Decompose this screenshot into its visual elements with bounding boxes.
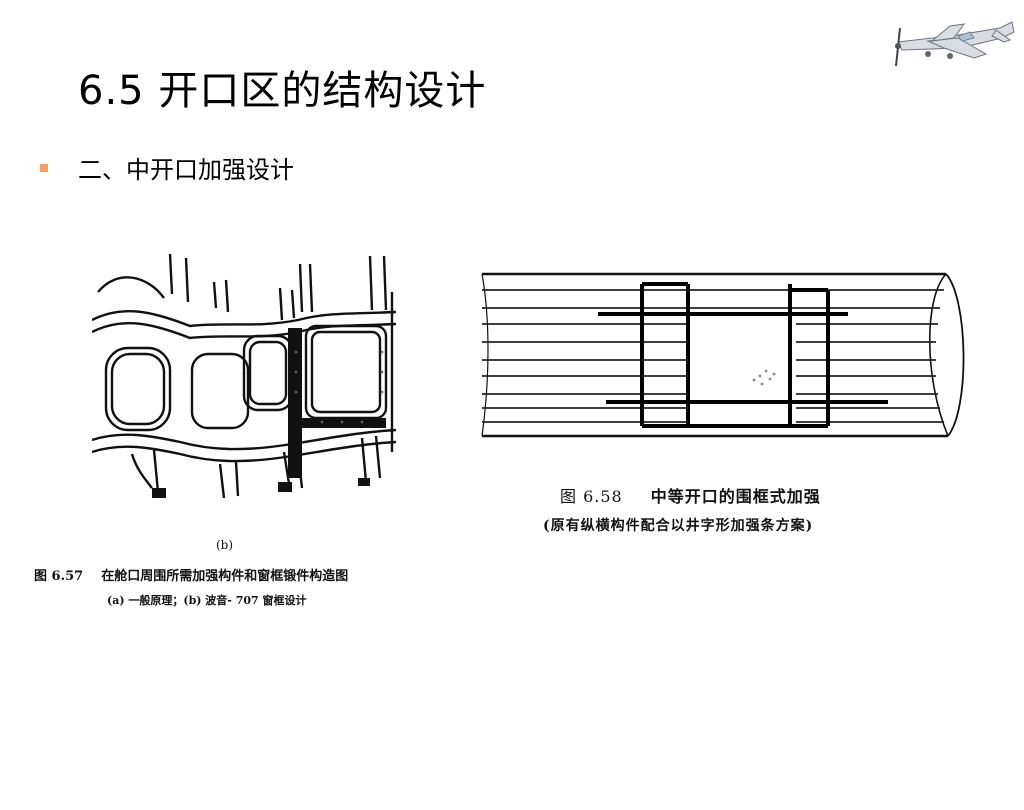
slide-title: 6.5 开口区的结构设计 bbox=[78, 68, 487, 114]
figure-658-caption: 图 6.58 中等开口的围框式加强 bbox=[560, 483, 821, 507]
fuselage-opening-drawing bbox=[481, 272, 965, 438]
figure-657-title: 在舱口周围所需加强构件和窗框锻件构造图 bbox=[101, 569, 349, 584]
figure-658-subcaption: (原有纵横构件配合以井字形加强条方案) bbox=[543, 518, 814, 534]
bullet-marker bbox=[40, 163, 48, 172]
figure-658-number: 图 6.58 bbox=[560, 487, 623, 506]
airplane-icon bbox=[895, 21, 1015, 67]
subfigure-label: (b) bbox=[216, 538, 234, 552]
window-frame-drawing bbox=[92, 253, 397, 499]
figure-657-caption: 图 6.57 在舱口周围所需加强构件和窗框锻件构造图 bbox=[34, 565, 348, 584]
figure-657-subcaption: (a) 一般原理；(b) 波音- 707 窗框设计 bbox=[107, 594, 307, 607]
figure-657-number: 图 6.57 bbox=[34, 569, 84, 584]
figure-658-title: 中等开口的围框式加强 bbox=[650, 487, 821, 506]
bullet-item: 二、中开口加强设计 bbox=[40, 150, 294, 185]
bullet-text: 二、中开口加强设计 bbox=[78, 156, 294, 184]
